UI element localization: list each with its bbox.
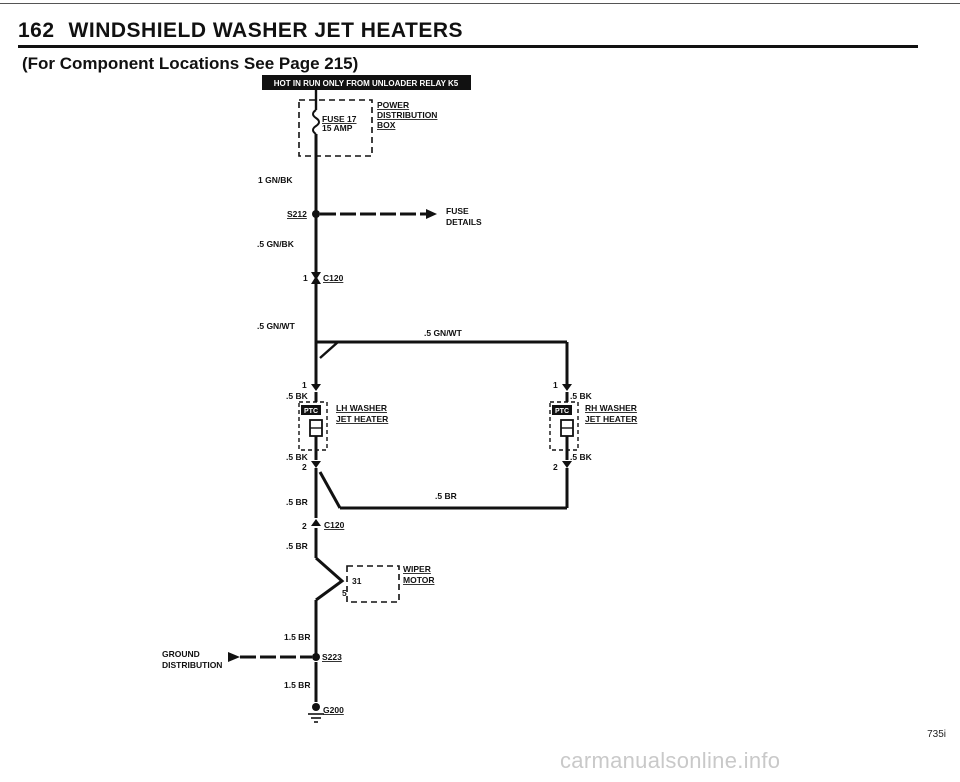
rh-pin-bottom: 2 — [553, 462, 558, 472]
splice-s212 — [312, 209, 437, 219]
box-label-distribution: DISTRIBUTION — [377, 110, 437, 120]
watermark: carmanualsonline.info — [560, 748, 781, 773]
rh-ptc-label: PTC — [555, 408, 569, 415]
title-rule — [18, 45, 918, 48]
c120-top-pin: 1 — [303, 273, 308, 283]
ground-g200-label: G200 — [323, 705, 344, 715]
power-banner-text: HOT IN RUN ONLY FROM UNLOADER RELAY K5 — [274, 79, 459, 88]
lh-washer-jet-heater: PTC — [298, 384, 328, 468]
rh-pin-top: 1 — [553, 380, 558, 390]
box-label-power: POWER — [377, 100, 409, 110]
ground-dist-line1: GROUND — [162, 649, 200, 659]
c120-top-label: C120 — [323, 273, 344, 283]
diagram-title: WINDSHIELD WASHER JET HEATERS — [68, 19, 464, 42]
rh-wire-top: .5 BK — [570, 391, 593, 401]
wire-br-gnd2: 1.5 BR — [284, 680, 310, 690]
wire-2-gn-bk: .5 GN/BK — [257, 239, 295, 249]
c120-bottom-label: C120 — [324, 520, 345, 530]
connector-chevron-icon — [562, 384, 572, 391]
page-subtitle: (For Component Locations See Page 215) — [22, 54, 359, 73]
arrow-left-icon — [228, 652, 240, 662]
wiper-pin-b: 5 — [342, 588, 347, 598]
wiper-label-2: MOTOR — [403, 575, 434, 585]
wire-br-below: .5 BR — [286, 541, 308, 551]
fuse-details-line1: FUSE — [446, 206, 469, 216]
fuse-rating: 15 AMP — [322, 123, 353, 133]
fuse-details-line2: DETAILS — [446, 217, 482, 227]
splice-s223-label: S223 — [322, 652, 342, 662]
power-banner: HOT IN RUN ONLY FROM UNLOADER RELAY K5 — [262, 75, 471, 90]
power-distribution-box: FUSE 17 15 AMP POWER DISTRIBUTION BOX — [298, 90, 437, 157]
ground-dist-line2: DISTRIBUTION — [162, 660, 222, 670]
connector-chevron-icon — [311, 519, 321, 526]
wire-br-gnd1: 1.5 BR — [284, 632, 310, 642]
wire-3-gn-wt: .5 GN/WT — [257, 321, 296, 331]
c120-bottom-pin: 2 — [302, 521, 307, 531]
rh-label-2: JET HEATER — [585, 414, 637, 424]
ground-g200 — [308, 703, 324, 723]
lh-wire-top: .5 BK — [286, 391, 309, 401]
connector-c120-top — [311, 272, 321, 284]
top-border-line — [0, 3, 960, 4]
arrow-right-icon — [426, 209, 437, 219]
splice-s212-label: S212 — [287, 209, 307, 219]
lh-label-1: LH WASHER — [336, 403, 387, 413]
page-number: 162 — [18, 19, 55, 42]
connector-c120-bottom — [311, 519, 321, 558]
rh-washer-jet-heater: PTC — [549, 384, 579, 508]
fuse-label: FUSE 17 — [322, 114, 357, 124]
return-wire — [314, 468, 567, 518]
lh-ptc-label: PTC — [304, 408, 318, 415]
splice-s223 — [228, 652, 320, 662]
main-wire — [314, 134, 569, 384]
wire-1-gn-bk: 1 GN/BK — [258, 175, 293, 185]
lh-label-2: JET HEATER — [336, 414, 388, 424]
rh-label-1: RH WASHER — [585, 403, 637, 413]
wiper-pin-a: 31 — [352, 576, 362, 586]
page-title: 162 WINDSHIELD WASHER JET HEATERS — [18, 19, 463, 43]
fuse-symbol-icon — [312, 109, 320, 135]
wiper-motor — [314, 556, 400, 702]
wire-br-mid: .5 BR — [435, 491, 457, 501]
model-code: 735i — [927, 729, 946, 740]
wiper-label-1: WIPER — [403, 564, 431, 574]
box-label-box: BOX — [377, 120, 396, 130]
rh-wire-bottom: .5 BK — [570, 452, 593, 462]
wire-br-left: .5 BR — [286, 497, 308, 507]
lh-pin-top: 1 — [302, 380, 307, 390]
connector-chevron-icon — [311, 384, 321, 391]
lh-pin-bottom: 2 — [302, 462, 307, 472]
wire-4-gn-wt: .5 GN/WT — [424, 328, 463, 338]
lh-wire-bottom: .5 BK — [286, 452, 309, 462]
